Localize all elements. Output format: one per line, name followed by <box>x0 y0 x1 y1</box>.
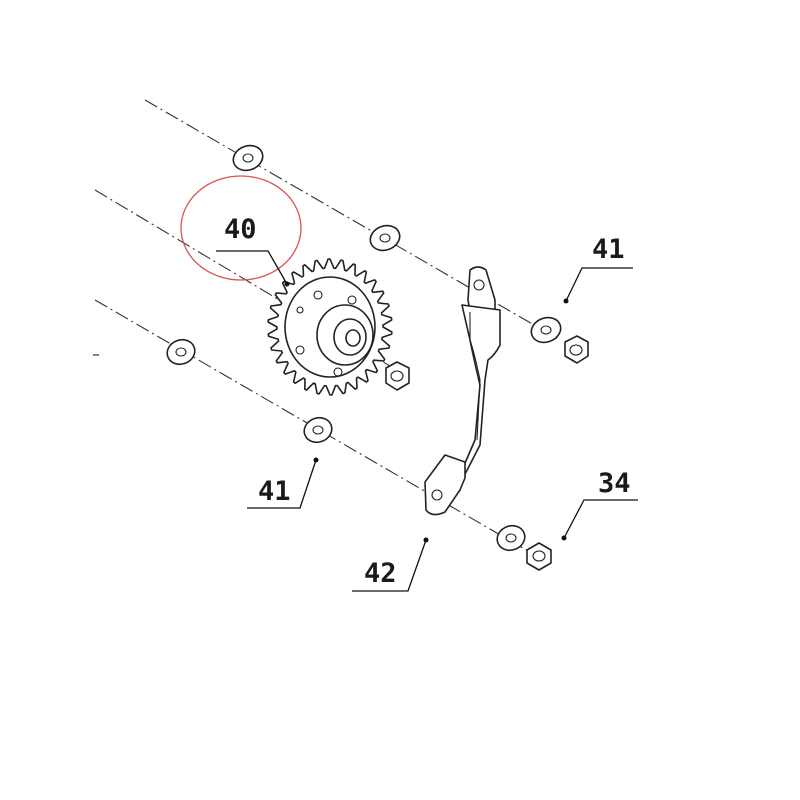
washer-upper-middle <box>369 224 401 252</box>
leader-34-dot <box>561 535 567 541</box>
bracket-42 <box>424 266 501 516</box>
washer-41-lower <box>303 416 333 444</box>
gear-40 <box>267 258 393 396</box>
callout-40: 40 <box>224 214 257 245</box>
callout-41-upper: 41 <box>592 234 625 265</box>
leader-41-lower-dot <box>313 457 319 463</box>
callout-34: 34 <box>598 468 631 499</box>
leader-42-dot <box>423 537 429 543</box>
leader-41-lower <box>247 459 317 509</box>
callout-41-lower: 41 <box>258 476 291 507</box>
nut-upper-right <box>564 335 589 364</box>
highlight-circle <box>180 175 302 281</box>
callout-42: 42 <box>364 558 397 589</box>
leader-34 <box>563 499 638 539</box>
leader-41-upper <box>565 267 633 302</box>
axis-lower <box>94 299 541 559</box>
nut-gear <box>385 361 410 391</box>
leader-42 <box>352 539 427 592</box>
callout-leaders <box>216 250 638 592</box>
nut-34 <box>526 542 552 571</box>
axis-upper <box>144 99 561 341</box>
washer-lower-left <box>166 338 196 366</box>
washer-upper-left <box>232 144 264 172</box>
leader-40 <box>216 250 288 285</box>
leader-41-upper-dot <box>563 298 569 304</box>
washer-lower-right <box>496 524 526 552</box>
washer-41-upper-right <box>530 316 562 344</box>
leader-40-dot <box>284 281 290 287</box>
